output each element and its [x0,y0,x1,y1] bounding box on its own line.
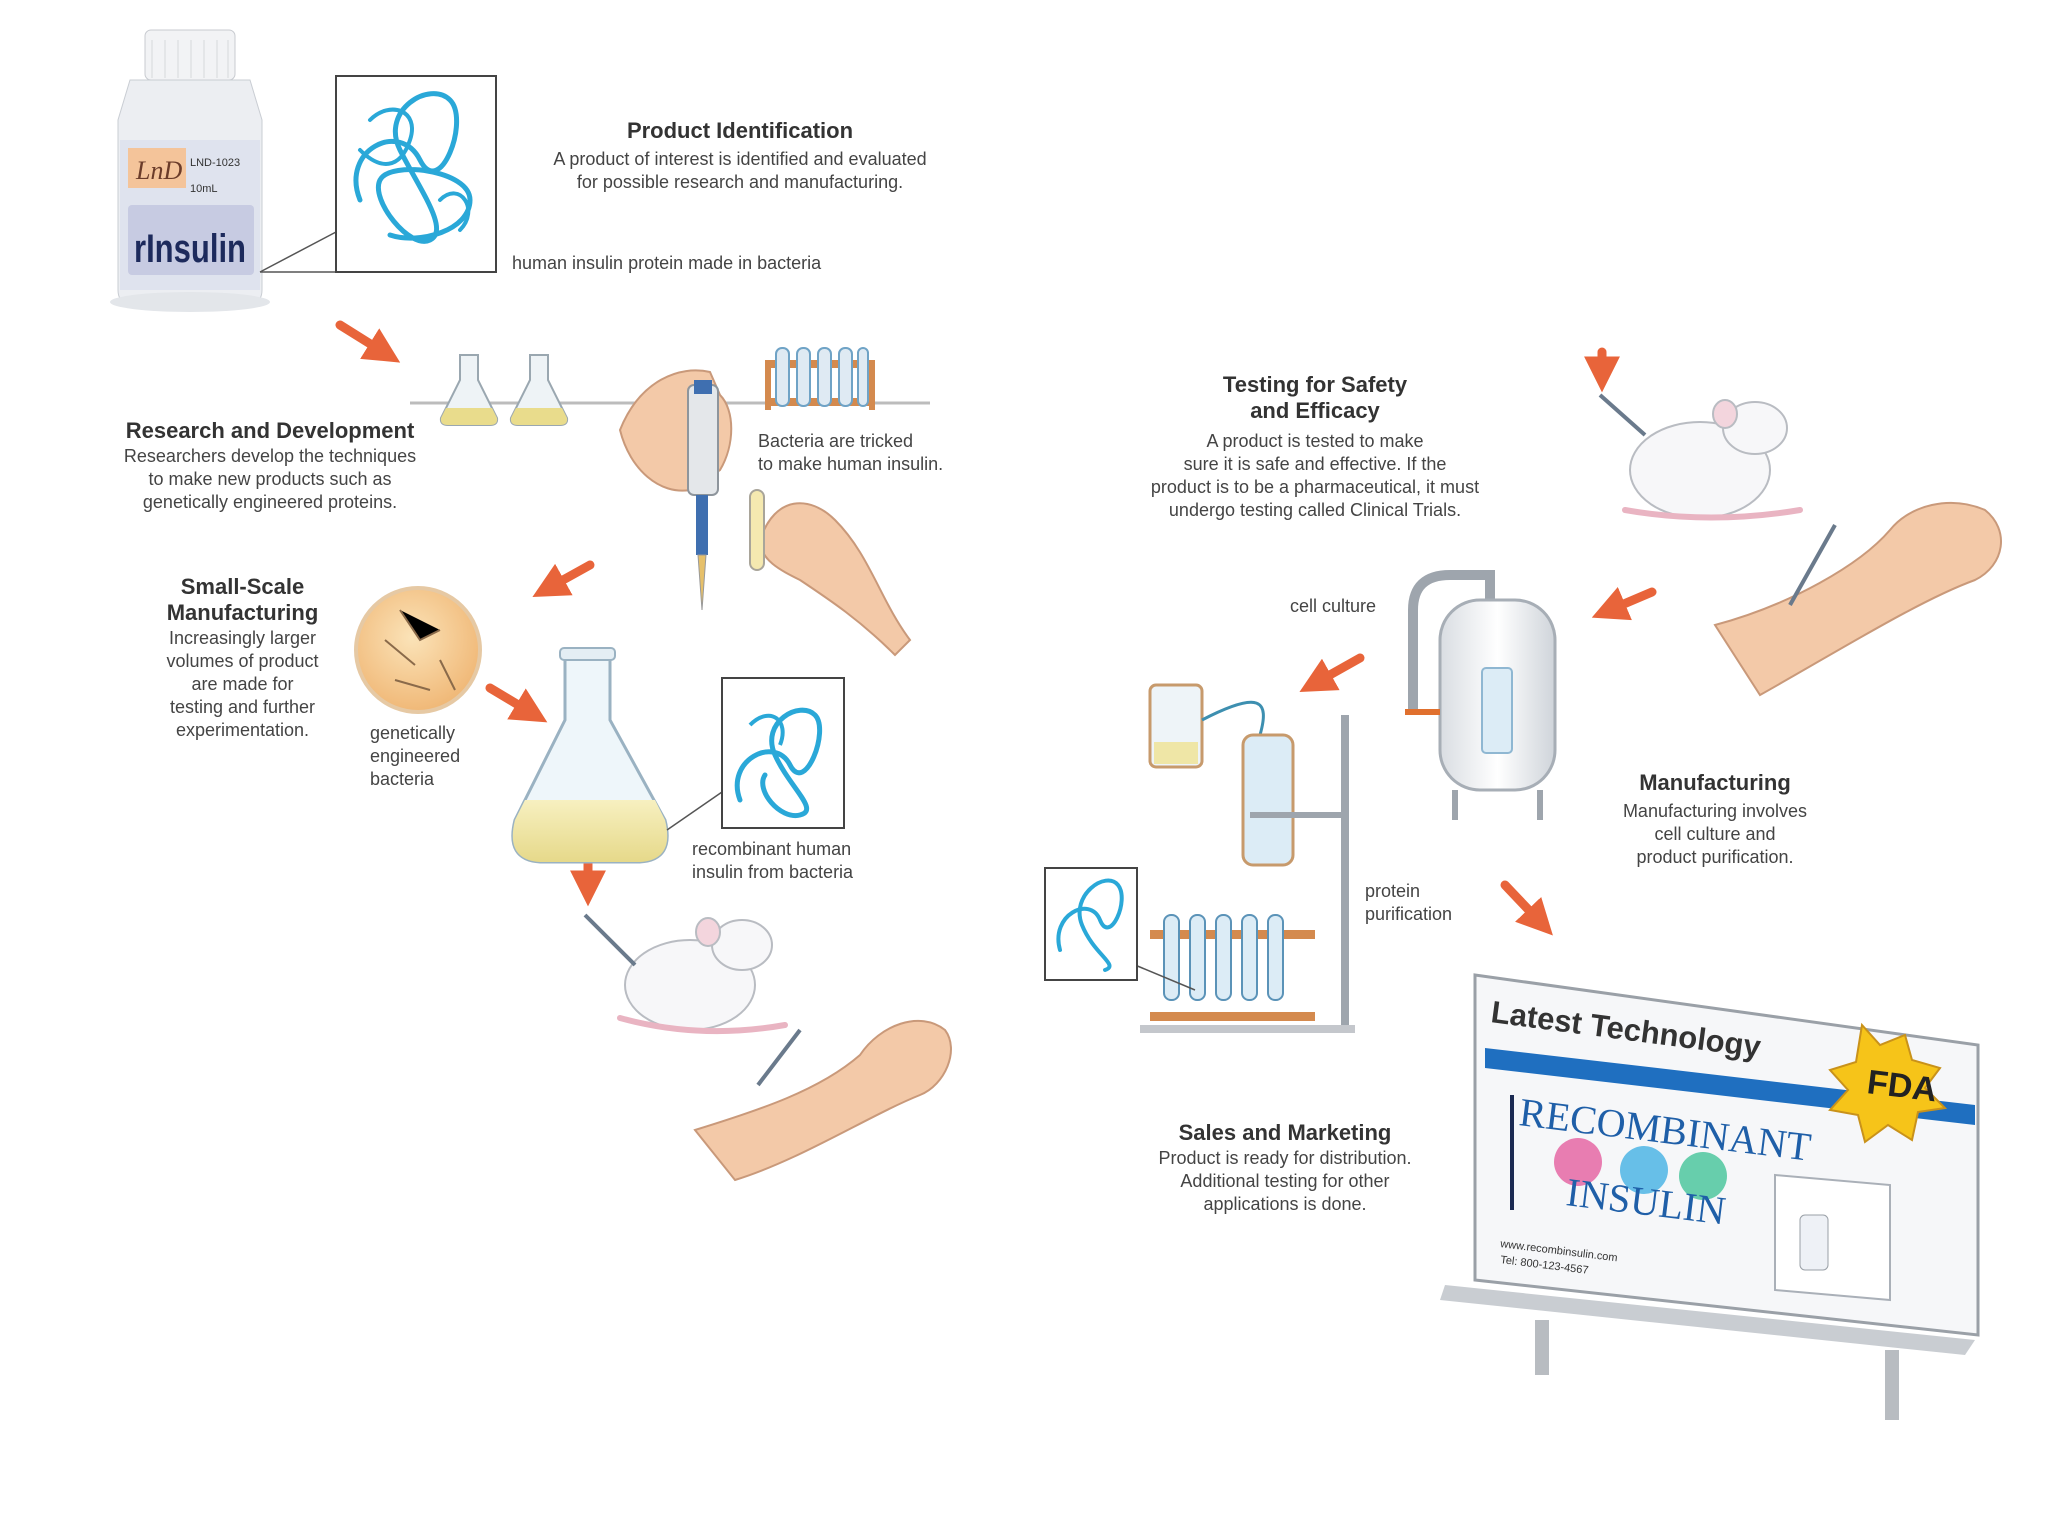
rnd-title: Research and Development [100,418,440,444]
product-identification-title: Product Identification [540,118,940,144]
label-cell-culture: cell culture [1290,595,1430,618]
sales-desc: Product is ready for distribution. Addit… [1110,1147,1460,1216]
testing-desc: A product is tested to make sure it is s… [1090,430,1540,522]
arrow-identification-to-rnd [340,325,388,355]
small-scale-title: Small-Scale Manufacturing [130,574,355,626]
arrow-manufacturing-to-sales [1505,885,1543,925]
arrow-rnd-to-smallscale [545,565,590,590]
manufacturing-desc: Manufacturing involves cell culture and … [1560,800,1870,869]
bottle-volume: 10mL [190,183,218,195]
erlenmeyer-flask [513,648,667,862]
test-tube-hand [750,490,910,655]
manufacturing-title: Manufacturing [1560,770,1870,796]
sales-title: Sales and Marketing [1110,1120,1460,1146]
label-bacteria-tricked: Bacteria are tricked to make human insul… [758,430,988,476]
label-protein-bacteria: human insulin protein made in bacteria [512,252,932,275]
bottle-name: rInsulin [134,227,246,271]
label-protein-purification: protein purification [1365,880,1505,926]
arrow-dish-to-flask [490,688,535,715]
testing-title: Testing for Safety and Efficacy [1160,372,1470,424]
recombinant-protein-box [667,678,844,830]
rnd-desc: Researchers develop the techniques to ma… [95,445,445,514]
arrow-testing-to-manufacturing [1605,592,1652,612]
small-scale-desc: Increasingly larger volumes of product a… [130,627,355,742]
pipette-hand [620,370,731,610]
bottle-logo: LnD [135,156,182,185]
bottle-code: LND-1023 [190,157,240,169]
tube-rack [1140,915,1355,1033]
insulin-protein-box [260,76,496,272]
petri-dish [356,588,480,712]
test-mouse [1600,395,1800,518]
human-arm [695,1021,951,1180]
arrow-cellculture-to-purification [1312,658,1360,685]
label-gen-bacteria: genetically engineered bacteria [370,722,510,791]
lab-mouse [585,915,785,1031]
test-arm [1715,503,2001,695]
label-recombinant-insulin: recombinant human insulin from bacteria [692,838,902,884]
product-identification-desc: A product of interest is identified and … [505,148,975,194]
